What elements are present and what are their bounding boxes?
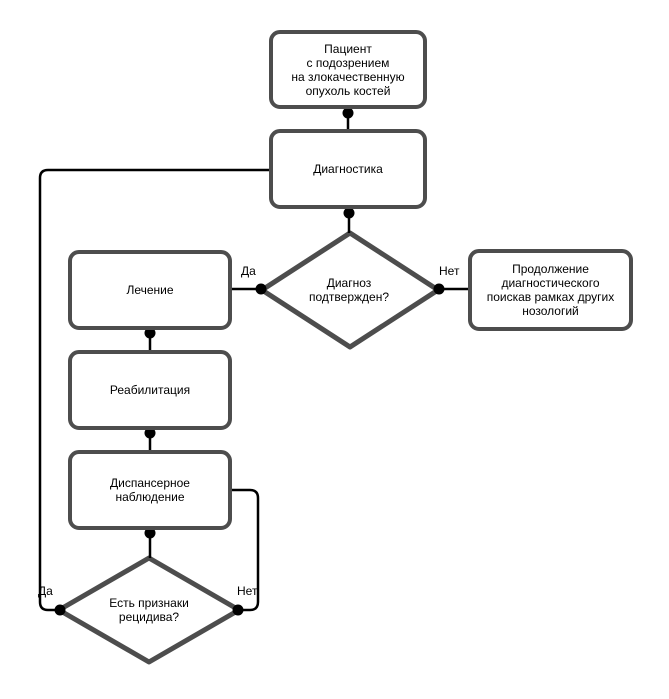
node-diagnostics: Диагностика	[269, 129, 427, 209]
decision-relapse-label: Есть признаки рецидива?	[109, 596, 189, 624]
connector-endpoint-dot	[343, 207, 355, 219]
node-treatment: Лечение	[68, 250, 232, 330]
node-dispensary-observation: Диспансерное наблюдение	[68, 450, 232, 530]
edge-label-diagnosis-no: Нет	[439, 264, 460, 278]
node-rehabilitation: Реабилитация	[68, 350, 232, 430]
edge-label-relapse-no: Нет	[237, 584, 258, 598]
connector-endpoint-dot	[342, 107, 354, 119]
connector-endpoint-dots	[54, 107, 445, 616]
decision-diagnosis: Диагноз подтвержден?	[270, 262, 428, 318]
connector-endpoint-dot	[255, 283, 267, 295]
connector-endpoint-dot	[433, 283, 445, 295]
connector-endpoint-dot	[144, 427, 156, 439]
node-patient-label: Пациент с подозрением на злокачественную…	[291, 41, 405, 98]
connector-endpoint-dot	[232, 604, 244, 616]
decision-relapse-shape	[56, 555, 242, 665]
decision-diagnosis-label: Диагноз подтвержден?	[309, 276, 389, 304]
decision-shapes	[56, 230, 441, 665]
node-continue-search: Продолжение диагностического поискав рам…	[468, 249, 633, 331]
decision-relapse: Есть признаки рецидива?	[69, 582, 229, 638]
edge-label-relapse-yes: Да	[38, 584, 53, 598]
node-patient: Пациент с подозрением на злокачественную…	[269, 30, 427, 109]
connector-endpoint-dot	[144, 527, 156, 539]
node-continue-search-label: Продолжение диагностического поискав рам…	[486, 262, 615, 318]
node-diagnostics-label: Диагностика	[313, 162, 383, 176]
connector-endpoint-dot	[54, 604, 66, 616]
node-rehabilitation-label: Реабилитация	[109, 383, 191, 397]
decision-diagnosis-shape	[259, 230, 441, 350]
node-treatment-label: Лечение	[126, 283, 174, 297]
edge-label-diagnosis-yes: Да	[241, 264, 256, 278]
node-dispensary-observation-label: Диспансерное наблюдение	[110, 476, 190, 504]
edge-relapse-no-to-dispensary	[232, 488, 260, 612]
edge-relapse-yes-to-diagnostics	[38, 168, 269, 612]
connector-endpoint-dot	[144, 327, 156, 339]
